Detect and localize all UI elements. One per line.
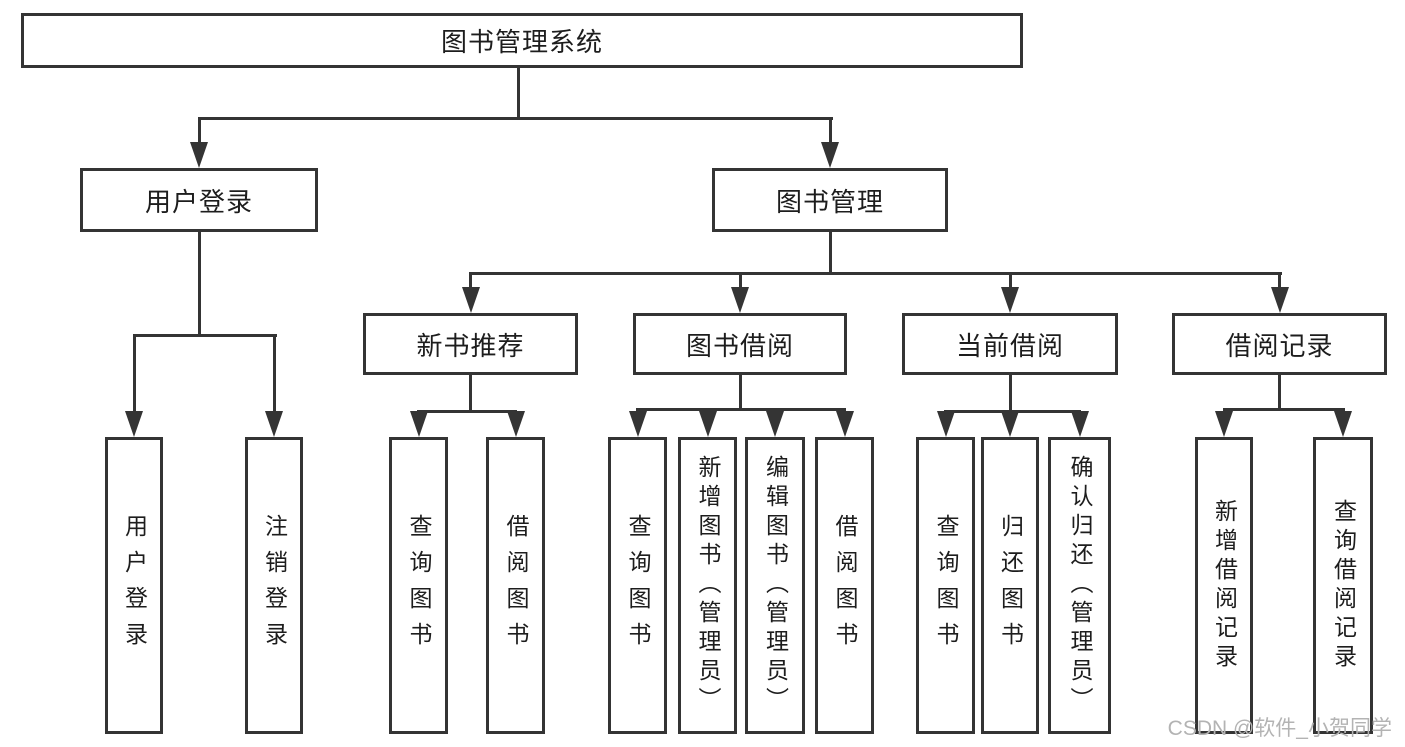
leaf-add-borrow-record-label: 新增借阅记录 bbox=[1211, 498, 1238, 673]
arrowhead-icon bbox=[1334, 411, 1352, 437]
leaf-query-borrow-record: 查询借阅记录 bbox=[1313, 437, 1373, 734]
node-user-login: 用户登录 bbox=[80, 168, 318, 232]
leaf-query-books-2-label: 查询图书 bbox=[625, 513, 651, 658]
leaf-borrow-books-1: 借阅图书 bbox=[486, 437, 545, 734]
node-current-borrow: 当前借阅 bbox=[902, 313, 1118, 375]
connector-line bbox=[738, 375, 742, 411]
arrowhead-icon bbox=[731, 287, 749, 313]
leaf-edit-books-admin: 编辑图书（管理员） bbox=[745, 437, 805, 734]
arrowhead-icon bbox=[265, 411, 283, 437]
leaf-add-books-admin-label: 新增图书（管理员） bbox=[695, 455, 721, 716]
arrowhead-icon bbox=[1001, 411, 1019, 437]
arrowhead-icon bbox=[506, 411, 525, 437]
csdn-watermark: CSDN @软件_小贺同学 bbox=[1167, 717, 1392, 740]
leaf-user-login: 用户登录 bbox=[105, 437, 163, 734]
arrow-shaft bbox=[132, 334, 136, 429]
arrowhead-icon bbox=[698, 411, 717, 437]
arrowhead-icon bbox=[1270, 287, 1289, 313]
arrowhead-icon bbox=[821, 142, 839, 168]
connector-line bbox=[1278, 375, 1281, 411]
arrowhead-icon bbox=[1215, 411, 1233, 437]
connector-line bbox=[469, 375, 472, 413]
leaf-query-books-3: 查询图书 bbox=[916, 437, 975, 734]
arrowhead-icon bbox=[1001, 287, 1019, 313]
node-root: 图书管理系统 bbox=[21, 13, 1023, 68]
node-root-label: 图书管理系统 bbox=[440, 27, 603, 57]
connector-line bbox=[417, 410, 517, 413]
arrowhead-icon bbox=[190, 142, 208, 168]
arrowhead-icon bbox=[936, 411, 955, 437]
leaf-user-login-label: 用户登录 bbox=[121, 513, 148, 658]
connector-line bbox=[516, 68, 520, 120]
arrow-shaft bbox=[828, 117, 832, 160]
leaf-borrow-books-2: 借阅图书 bbox=[815, 437, 874, 734]
node-current-borrow-label: 当前借阅 bbox=[955, 330, 1064, 361]
node-user-login-label: 用户登录 bbox=[144, 186, 253, 217]
node-book-management: 图书管理 bbox=[712, 168, 948, 232]
arrowhead-icon bbox=[835, 411, 854, 437]
node-book-borrow-label: 图书借阅 bbox=[685, 330, 794, 361]
node-book-management-label: 图书管理 bbox=[775, 186, 884, 217]
node-book-borrow: 图书借阅 bbox=[633, 313, 847, 375]
connector-line bbox=[132, 334, 277, 337]
leaf-query-books-1: 查询图书 bbox=[389, 437, 448, 734]
leaf-confirm-return-admin: 确认归还（管理员） bbox=[1048, 437, 1111, 734]
connector-line bbox=[828, 232, 832, 275]
leaf-query-books-2: 查询图书 bbox=[608, 437, 667, 734]
arrow-shaft bbox=[272, 334, 276, 429]
arrowhead-icon bbox=[1070, 411, 1089, 437]
leaf-return-books: 归还图书 bbox=[981, 437, 1039, 734]
arrowhead-icon bbox=[766, 411, 784, 437]
arrowhead-icon bbox=[461, 287, 480, 313]
node-new-book-recommend-label: 新书推荐 bbox=[416, 330, 525, 361]
arrowhead-icon bbox=[125, 411, 143, 437]
node-borrow-records: 借阅记录 bbox=[1172, 313, 1387, 375]
arrowhead-icon bbox=[628, 411, 647, 437]
leaf-logout: 注销登录 bbox=[245, 437, 303, 734]
leaf-borrow-books-2-label: 借阅图书 bbox=[832, 513, 858, 658]
leaf-logout-label: 注销登录 bbox=[261, 513, 288, 658]
connector-line bbox=[1008, 375, 1012, 413]
connector-line bbox=[197, 117, 833, 120]
leaf-return-books-label: 归还图书 bbox=[997, 513, 1024, 658]
connector-line bbox=[636, 408, 846, 411]
leaf-borrow-books-1-label: 借阅图书 bbox=[503, 513, 529, 658]
leaf-add-borrow-record: 新增借阅记录 bbox=[1195, 437, 1253, 734]
leaf-edit-books-admin-label: 编辑图书（管理员） bbox=[762, 455, 789, 716]
connector-line bbox=[1222, 408, 1345, 411]
leaf-add-books-admin: 新增图书（管理员） bbox=[678, 437, 737, 734]
node-new-book-recommend: 新书推荐 bbox=[363, 313, 578, 375]
leaf-confirm-return-admin-label: 确认归还（管理员） bbox=[1067, 455, 1093, 716]
leaf-query-borrow-record-label: 查询借阅记录 bbox=[1330, 498, 1357, 673]
connector-line bbox=[197, 232, 201, 337]
arrowhead-icon bbox=[409, 411, 428, 437]
connector-line bbox=[469, 272, 1282, 275]
arrow-shaft bbox=[197, 117, 201, 160]
leaf-query-books-3-label: 查询图书 bbox=[933, 513, 959, 658]
node-borrow-records-label: 借阅记录 bbox=[1225, 330, 1334, 361]
leaf-query-books-1-label: 查询图书 bbox=[406, 513, 432, 658]
